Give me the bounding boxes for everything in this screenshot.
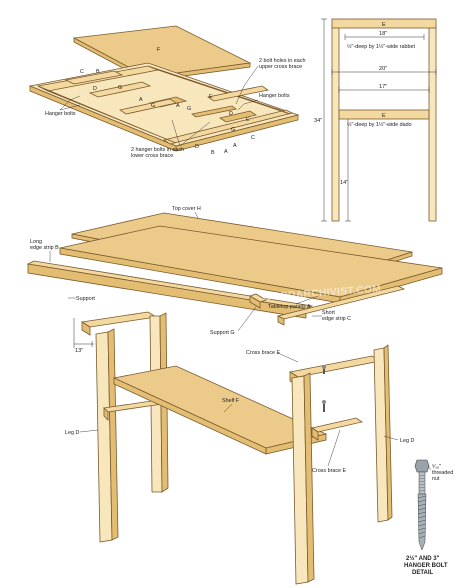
label-part-g-4: G bbox=[231, 127, 235, 133]
tabletop-assembly: F C B D G A G A E G E G C A B D D bbox=[28, 25, 305, 159]
base-assembly: 13" Cross brace E Shelf F Leg D Leg D Cr… bbox=[65, 311, 414, 585]
label-part-c: C bbox=[80, 69, 84, 75]
label-short-edge-2: edge strip C bbox=[322, 316, 351, 322]
label-shelf: Shelf F bbox=[222, 398, 240, 404]
label-part-a-2: A bbox=[176, 103, 180, 109]
side-leg-right bbox=[428, 24, 437, 222]
label-hanger-lower-1: 2 hanger bolts in each bbox=[131, 147, 184, 153]
side-label-e: E bbox=[382, 22, 386, 28]
label-hanger-bolts-right: Hanger bolts bbox=[259, 93, 290, 99]
label-tabletop-panels: Tabletop panels A bbox=[268, 304, 311, 310]
label-part-g-3: G bbox=[187, 106, 191, 112]
label-part-g-2: G bbox=[151, 103, 155, 109]
label-part-b: B bbox=[96, 69, 100, 75]
bolt-bottom bbox=[322, 400, 326, 412]
left-top-brace bbox=[80, 311, 158, 328]
label-nut-2: threaded bbox=[432, 470, 453, 476]
label-top-cover: Top cover H bbox=[172, 206, 201, 212]
tabletop-exploded: Top cover H Long edge strip B Support Su… bbox=[26, 206, 443, 336]
label-part-g-1: G bbox=[118, 85, 122, 91]
label-long-edge-strip: Long bbox=[30, 239, 42, 245]
dim-13: 13" bbox=[75, 348, 83, 354]
label-leg-right: Leg D bbox=[400, 438, 414, 444]
label-part-f: F bbox=[157, 47, 161, 53]
side-elevation: E E 18" ½"-deep by 1½"-wide rabbet 20" 1… bbox=[314, 18, 437, 222]
label-support-g: Support G bbox=[210, 330, 235, 336]
label-nut-3: nut bbox=[432, 476, 440, 482]
label-part-d-2: D bbox=[195, 144, 199, 150]
rabbet-note: ½"-deep by 1½"-wide rabbet bbox=[347, 43, 415, 50]
side-top-brace bbox=[331, 18, 437, 29]
label-cross-brace-bottom: Cross brace E bbox=[312, 468, 347, 474]
detail-title-1: 2½" AND 3" bbox=[406, 555, 440, 562]
side-label-e-2: E bbox=[382, 113, 386, 119]
label-part-e-1: E bbox=[209, 94, 213, 100]
dim-34: 34" bbox=[314, 118, 322, 124]
label-hanger-bolts-left: Hanger bolts bbox=[45, 111, 76, 117]
label-part-b-2: B bbox=[211, 150, 215, 156]
label-nut-1: ⁵⁄₁₆" bbox=[432, 464, 441, 470]
label-bolt-holes-2: upper cross brace bbox=[259, 64, 302, 70]
bolt-top bbox=[322, 365, 326, 374]
label-bolt-holes-1: 2 bolt holes in each bbox=[259, 58, 305, 64]
dim-20: 20" bbox=[379, 66, 387, 72]
hanger-bolt-detail: ⁵⁄₁₆" threaded nut 2½" AND 3" HANGER BOL… bbox=[404, 459, 453, 576]
right-top-brace bbox=[288, 355, 382, 378]
label-part-c-2: C bbox=[251, 135, 255, 141]
label-support-left: Support bbox=[76, 296, 95, 302]
label-leg-left: Leg D bbox=[65, 430, 79, 436]
label-part-d-1: D bbox=[93, 86, 97, 92]
label-cross-brace-top: Cross brace E bbox=[246, 350, 281, 356]
dado-note: ½"-deep by 1½"-wide dado bbox=[347, 121, 412, 128]
label-short-edge-1: Short bbox=[322, 310, 335, 316]
label-part-a-3: A bbox=[233, 143, 237, 149]
threaded-nut bbox=[414, 459, 430, 473]
side-lower-brace bbox=[338, 109, 430, 120]
detail-title-2: HANGER BOLT bbox=[404, 563, 448, 569]
label-long-edge-strip-2: edge strip B bbox=[30, 245, 59, 251]
label-part-a-1: A bbox=[139, 97, 143, 103]
label-part-a-4: A bbox=[224, 149, 228, 155]
label-hanger-lower-2: lower cross brace bbox=[131, 153, 173, 159]
dim-18: 18" bbox=[379, 31, 387, 37]
side-leg-left bbox=[331, 24, 340, 222]
dim-14: 14" bbox=[340, 180, 348, 186]
label-part-d-3: D bbox=[229, 111, 233, 117]
right-lower-brace bbox=[311, 417, 363, 433]
label-part-e-2: E bbox=[246, 117, 250, 123]
dim-17: 17" bbox=[379, 84, 387, 90]
detail-title-3: DETAIL bbox=[412, 570, 434, 576]
